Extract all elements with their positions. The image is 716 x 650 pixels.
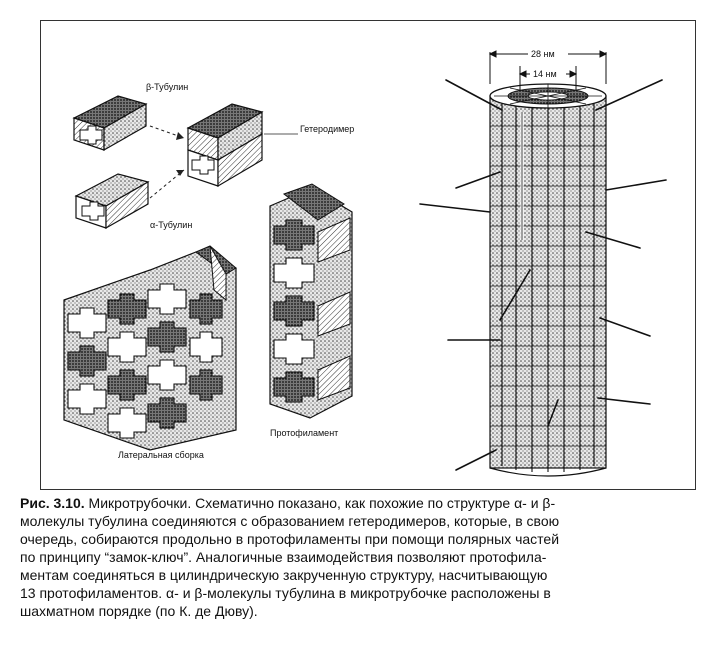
caption-line: молекулы тубулина соединяются с образова…: [20, 513, 560, 529]
label-protofilament: Протофиламент: [270, 428, 338, 438]
arrowhead-icon: [176, 132, 184, 140]
arrowhead-icon: [176, 170, 184, 176]
figure-caption: Рис. 3.10. Микротрубочки. Схематично пок…: [20, 494, 700, 620]
label-alpha-tubulin: α-Тубулин: [150, 220, 192, 230]
label-dimension-28nm: 28 нм: [531, 49, 555, 59]
dimension-14nm: [518, 66, 578, 90]
beta-tubulin-block: [72, 95, 148, 152]
caption-title: Рис. 3.10.: [20, 495, 85, 511]
label-dimension-14nm: 14 нм: [533, 69, 557, 79]
caption-line: по принципу “замок-ключ”. Аналогичные вз…: [20, 549, 547, 565]
lateral-assembly-sheet: [63, 245, 237, 451]
microtubule-cylinder: [489, 83, 607, 477]
label-heterodimer: Гетеродимер: [300, 124, 354, 134]
caption-line: шахматном порядке (по К. де Дюву).: [20, 603, 258, 619]
caption-line: очередь, собираются продольно в протофил…: [20, 531, 560, 547]
heterodimer-block: [186, 103, 264, 188]
alpha-tubulin-block: [74, 173, 150, 230]
dimension-28nm: [488, 50, 608, 84]
label-lateral-assembly: Латеральная сборка: [118, 450, 204, 460]
protofilament-column: [269, 183, 353, 419]
label-beta-tubulin: β-Тубулин: [146, 82, 188, 92]
caption-line: Рис. 3.10. Микротрубочки. Схематично пок…: [20, 495, 556, 511]
microtubule-figure: β-Тубулин Гетеродимер α-Тубулин Латераль…: [63, 47, 667, 477]
figure-frame: [40, 20, 696, 490]
caption-line: 13 протофиламентов. α- и β-молекулы тубу…: [20, 585, 551, 601]
caption-line: ментам соединяться в цилиндрическую закр…: [20, 567, 548, 583]
radial-projections: [419, 79, 667, 471]
